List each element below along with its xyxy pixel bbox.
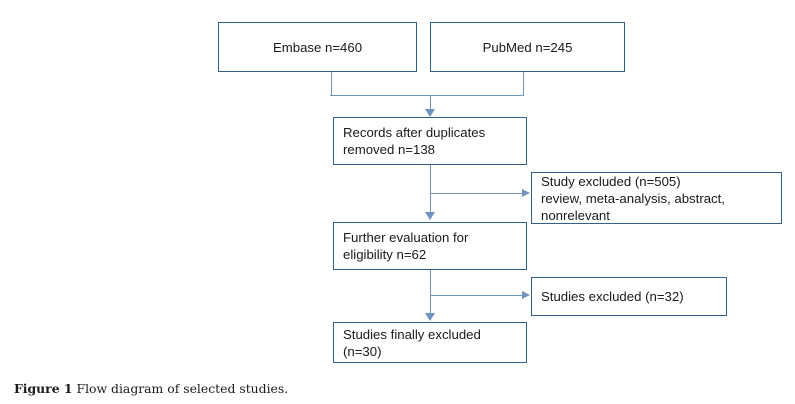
node-embase: Embase n=460 <box>218 22 417 72</box>
arrow-down-icon-to-further <box>425 212 435 220</box>
connector-records-to-excluded <box>430 192 523 195</box>
node-embase-label: Embase n=460 <box>272 39 363 55</box>
node-further-evaluation-label: Further evaluation for eligibility n=62 <box>343 230 469 262</box>
node-further-evaluation: Further evaluation for eligibility n=62 <box>333 222 527 270</box>
node-study-excluded-label: Study excluded (n=505) review, meta-anal… <box>541 173 725 223</box>
connector-records-to-further <box>429 165 432 213</box>
node-studies-excluded-label: Studies excluded (n=32) <box>541 289 684 304</box>
node-studies-finally-excluded: Studies finally excluded (n=30) <box>333 322 527 363</box>
node-pubmed: PubMed n=245 <box>430 22 625 72</box>
node-study-excluded-505: Study excluded (n=505) review, meta-anal… <box>531 172 782 224</box>
connector-further-to-final <box>429 270 432 314</box>
arrow-right-icon-to-excluded-1 <box>522 188 530 197</box>
arrow-down-icon-to-records <box>425 109 435 117</box>
figure-caption: Figure 1 Flow diagram of selected studie… <box>14 381 288 396</box>
connector-further-to-excluded <box>430 294 523 297</box>
node-final-label: Studies finally excluded (n=30) <box>343 326 481 359</box>
arrow-right-icon-to-excluded-2 <box>522 290 530 299</box>
connector-merge-bracket <box>330 94 524 97</box>
node-records-label: Records after duplicates removed n=138 <box>343 125 486 157</box>
connector-merge-stem <box>429 95 432 110</box>
figure-caption-text: Flow diagram of selected studies. <box>72 381 289 396</box>
node-records-after-duplicates: Records after duplicates removed n=138 <box>333 117 527 165</box>
figure-caption-label: Figure 1 <box>14 381 73 396</box>
node-pubmed-label: PubMed n=245 <box>482 39 573 55</box>
node-studies-excluded-32: Studies excluded (n=32) <box>531 277 727 316</box>
arrow-down-icon-to-final <box>425 313 435 321</box>
connector-embase-drop <box>330 72 333 96</box>
connector-pubmed-drop <box>522 72 525 96</box>
